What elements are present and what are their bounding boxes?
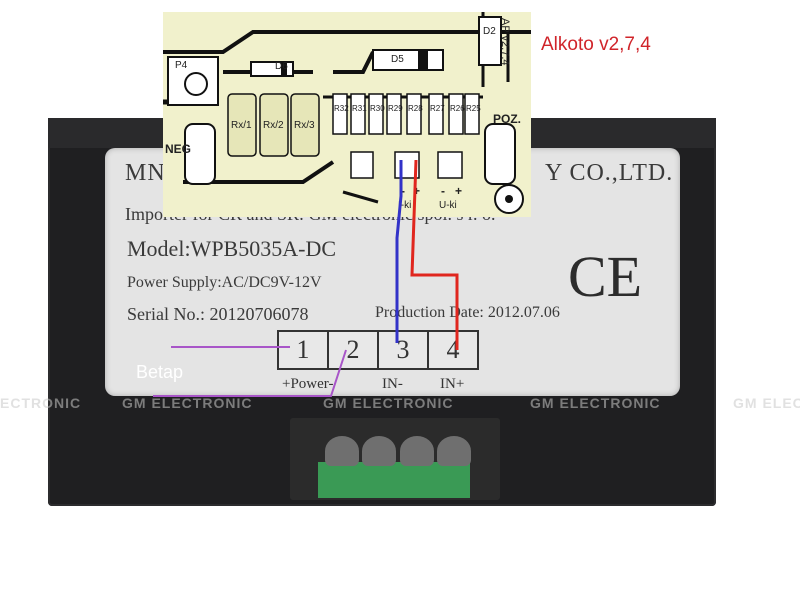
watermark-2: GM ELECTRONIC xyxy=(323,395,454,411)
pcb-label-d6: D6 xyxy=(275,61,288,72)
terminal-label-power: +Power- xyxy=(282,376,334,392)
pcb-label-r27: R27 xyxy=(430,104,445,113)
pcb-label-d5: D5 xyxy=(391,54,404,65)
pcb-label-p4: P4 xyxy=(175,60,188,71)
title-annotation: Alkoto v2,7,4 xyxy=(541,34,651,55)
pcb-label-version: AP v2,7,4 xyxy=(499,18,511,66)
watermark-right: GM ELEC xyxy=(733,395,800,411)
betap-annotation: Betap xyxy=(136,362,184,382)
terminal-3: 3 xyxy=(379,332,429,368)
watermark-left: ECTRONIC xyxy=(0,395,82,411)
pcb-label-rx1: Rx/1 xyxy=(231,120,252,131)
connector-pin-2 xyxy=(362,436,396,466)
red-wire xyxy=(410,159,459,350)
purple-wire-power-minus xyxy=(153,349,347,397)
pcb-label-i-ki: I-ki xyxy=(398,200,412,211)
pcb-label-r25: R25 xyxy=(466,104,481,113)
connector-green-housing xyxy=(318,462,470,498)
connector-pin-1 xyxy=(325,436,359,466)
pcb-label-rx2: Rx/2 xyxy=(263,120,284,131)
pcb-label-u-ki: U-ki xyxy=(439,200,457,211)
pcb-label-r28: R28 xyxy=(408,104,423,113)
pcb-label-r26: R26 xyxy=(450,104,465,113)
terminal-label-in-plus: IN+ xyxy=(440,376,465,392)
connector-pin-4 xyxy=(437,436,471,466)
pcb-label-d2: D2 xyxy=(483,26,496,37)
production-date-text: Production Date: 2012.07.06 xyxy=(375,304,560,321)
watermark-1: GM ELECTRONIC xyxy=(122,395,253,411)
pcb-label-r32: R32 xyxy=(334,104,349,113)
ce-mark: CE xyxy=(568,244,643,309)
pcb-label-neg: NEG xyxy=(165,142,192,156)
pcb-label-r31: R31 xyxy=(352,104,367,113)
pcb-label-u-plus: + xyxy=(455,184,463,198)
terminal-block: 1 2 3 4 xyxy=(277,330,479,370)
model-text: Model:WPB5035A-DC xyxy=(127,236,336,261)
pcb-label-i-plus: + xyxy=(413,184,421,198)
pcb-label-rx3: Rx/3 xyxy=(294,120,315,131)
terminal-label-in-minus: IN- xyxy=(382,376,403,392)
connector-pin-3 xyxy=(400,436,434,466)
terminal-2: 2 xyxy=(329,332,379,368)
pcb-label-r30: R30 xyxy=(370,104,385,113)
watermark-3: GM ELECTRONIC xyxy=(530,395,661,411)
terminal-1: 1 xyxy=(279,332,329,368)
serial-text: Serial No.: 20120706078 xyxy=(127,304,309,324)
pcb-label-i-minus: - xyxy=(401,184,405,198)
blue-wire xyxy=(395,160,403,343)
pcb-label-poz: POZ. xyxy=(493,112,522,126)
power-supply-text: Power Supply:AC/DC9V-12V xyxy=(127,274,322,291)
pcb-label-u-minus: - xyxy=(441,184,445,198)
pcb-traces xyxy=(163,12,531,214)
pcb-layout-overlay: P4 D6 D5 D2 R32 R31 R30 R29 R28 R27 R26 … xyxy=(163,12,531,217)
company-name-end: Y CO.,LTD. xyxy=(545,160,674,186)
pcb-label-r29: R29 xyxy=(388,104,403,113)
